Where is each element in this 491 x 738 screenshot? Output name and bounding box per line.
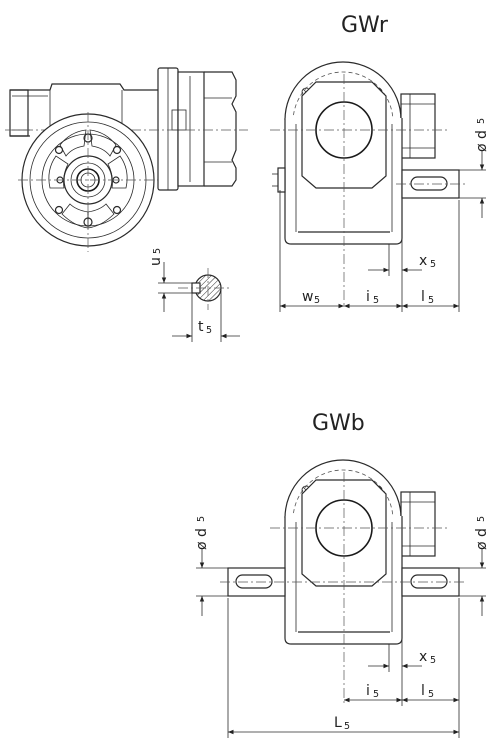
dim-l5-bottom: l 5	[421, 683, 434, 700]
dim-x5-bottom: x 5	[419, 649, 436, 666]
svg-text:l: l	[421, 683, 425, 699]
svg-text:5: 5	[314, 295, 320, 306]
svg-text:x: x	[419, 649, 427, 665]
svg-text:5: 5	[428, 295, 434, 306]
svg-text:i: i	[366, 683, 370, 699]
svg-text:i: i	[366, 289, 370, 305]
svg-text:t: t	[198, 319, 204, 335]
svg-text:5: 5	[476, 118, 487, 124]
dim-l5-top: l 5	[421, 289, 434, 306]
svg-text:ø d: ø d	[194, 528, 210, 550]
svg-text:5: 5	[206, 325, 212, 336]
svg-text:w: w	[302, 289, 313, 305]
dim-x5-top: x 5	[419, 253, 436, 270]
svg-text:5: 5	[430, 259, 436, 270]
gwr-front-view	[5, 67, 248, 252]
dim-d5-left: ø d 5	[194, 516, 210, 550]
gwr-side-view	[270, 61, 486, 312]
svg-text:5: 5	[373, 689, 379, 700]
dim-u5: u 5	[148, 248, 164, 266]
title-gwr: GWr	[341, 13, 389, 38]
svg-text:5: 5	[344, 721, 350, 732]
svg-text:ø d: ø d	[474, 130, 490, 152]
svg-text:x: x	[419, 253, 427, 269]
svg-text:l: l	[421, 289, 425, 305]
shaft-section	[158, 262, 240, 342]
svg-text:u: u	[148, 257, 164, 266]
dim-i5-top: i 5	[366, 289, 379, 306]
gwb-side-view	[196, 459, 486, 738]
svg-text:ø d: ø d	[474, 528, 490, 550]
dim-w5: w 5	[302, 289, 320, 306]
dim-L5: L 5	[334, 715, 350, 732]
svg-text:5: 5	[373, 295, 379, 306]
dim-i5-bottom: i 5	[366, 683, 379, 700]
svg-text:L: L	[334, 715, 342, 731]
svg-text:5: 5	[430, 655, 436, 666]
svg-text:5: 5	[428, 689, 434, 700]
dim-t5: t 5	[198, 319, 212, 336]
svg-text:5: 5	[476, 516, 487, 522]
dim-d5-right: ø d 5	[474, 516, 490, 550]
svg-text:5: 5	[152, 248, 163, 254]
dim-d5-top: ø d 5	[474, 118, 490, 152]
title-gwb: GWb	[312, 411, 365, 436]
svg-text:5: 5	[196, 516, 207, 522]
